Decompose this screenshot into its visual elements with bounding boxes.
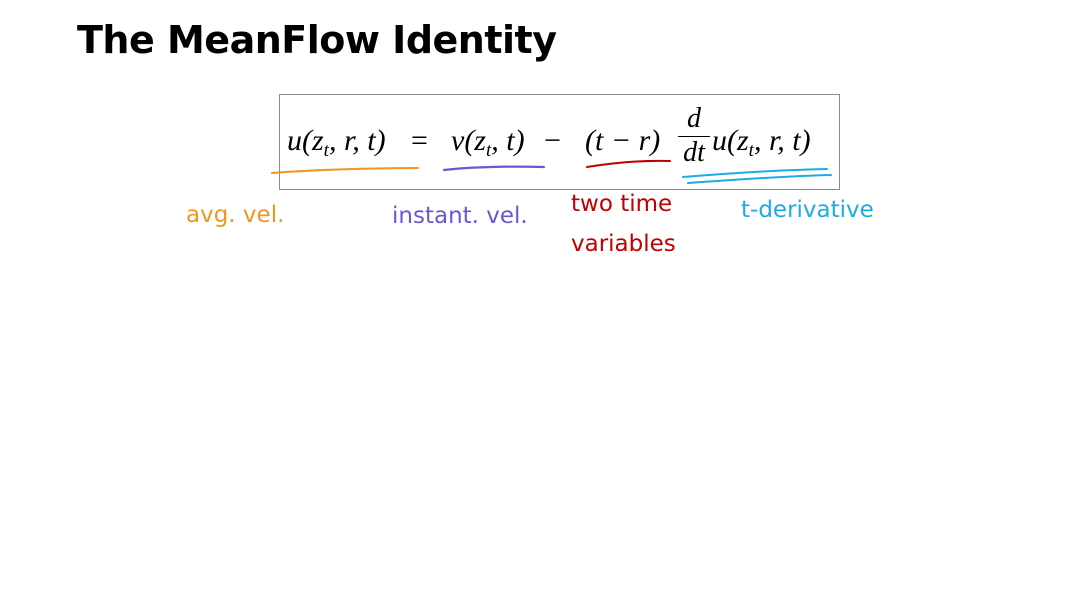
label-instant-velocity: instant. vel. [392,203,528,229]
minus-sign: − [544,124,561,157]
equation-box [279,94,840,190]
derivative-fraction: d dt [678,104,710,168]
label-two-time-variables: two time variables [571,191,676,257]
fraction-denominator: dt [683,137,705,168]
underline-t-derivative-1 [682,168,828,178]
label-avg-velocity: avg. vel. [186,202,285,228]
equation-term-instant-velocity: v(zt, t) [451,124,525,161]
slide-title: The MeanFlow Identity [77,18,557,62]
equals-sign: = [411,124,428,157]
underline-instant-velocity [442,165,546,172]
underline-two-time-variables [586,159,671,168]
equation-lhs: u(zt, r, t) [287,124,386,161]
underline-avg-velocity [271,167,419,174]
equation-term-derivative: u(zt, r, t) [712,124,811,161]
fraction-bar [678,136,710,137]
equation-term-time-difference: (t − r) [585,124,661,157]
label-t-derivative: t-derivative [741,197,874,223]
fraction-numerator: d [687,103,701,134]
underline-t-derivative-2 [687,174,832,184]
